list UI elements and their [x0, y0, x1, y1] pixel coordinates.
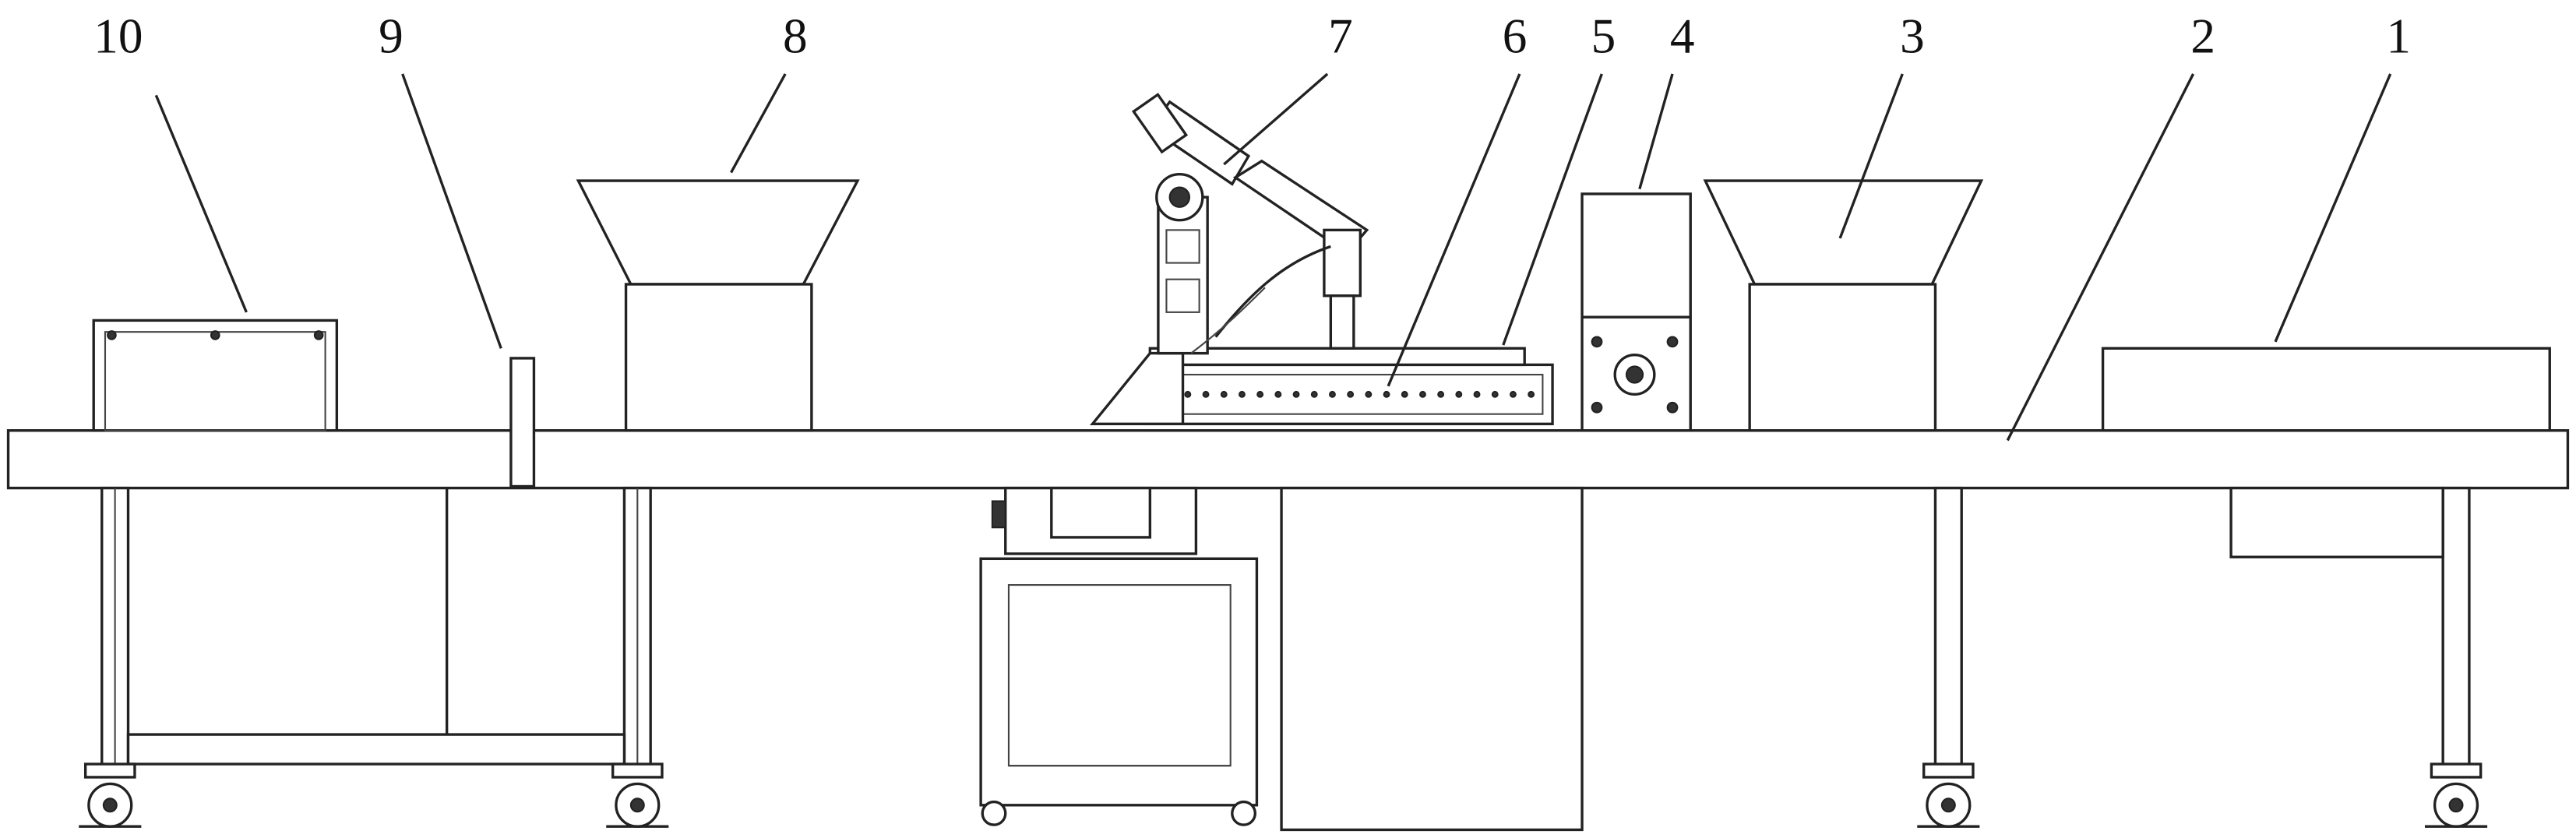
plate-hole	[1184, 390, 1192, 398]
plate-hole	[1473, 390, 1481, 398]
component-3-hopper	[1703, 179, 1984, 432]
plate-hole	[1292, 390, 1300, 398]
plate-hole	[1220, 390, 1228, 398]
caster-wheel	[2424, 762, 2488, 828]
caster-wheel	[79, 762, 142, 828]
plate-hole	[1419, 390, 1426, 398]
component-6-base-plate	[1144, 363, 1554, 426]
label-9: 9	[379, 9, 403, 64]
plate-hole	[1329, 390, 1336, 398]
caster-wheel	[606, 762, 669, 828]
plate-hole	[1383, 390, 1390, 398]
component-8-hopper	[576, 179, 860, 432]
label-5: 5	[1591, 9, 1616, 64]
component-4-control-box	[1580, 192, 1692, 432]
label-2: 2	[2190, 9, 2215, 64]
center-pedestal	[1280, 486, 1584, 832]
plate-hole	[1455, 390, 1463, 398]
plate-hole	[1491, 390, 1499, 398]
plate-hole	[1202, 390, 1210, 398]
label-10: 10	[93, 9, 143, 64]
leader-lines	[154, 72, 2392, 442]
label-8: 8	[783, 9, 808, 64]
robot-stand	[979, 486, 1259, 826]
plate-hole	[1256, 390, 1264, 398]
label-3: 3	[1900, 9, 1925, 64]
right-frame	[1933, 486, 2471, 769]
label-6: 6	[1503, 9, 1528, 64]
caster-wheel	[1917, 762, 1980, 828]
plate-hole	[1239, 390, 1246, 398]
plate-hole	[1437, 390, 1445, 398]
left-frame	[100, 486, 652, 769]
plate-hole	[1274, 390, 1282, 398]
component-10-box	[92, 319, 339, 432]
component-1-box	[2101, 347, 2551, 432]
plate-hole	[1401, 390, 1408, 398]
label-7: 7	[1328, 9, 1353, 64]
plate-hole	[1310, 390, 1318, 398]
component-7-robot-arm	[1089, 93, 1369, 426]
label-1: 1	[2386, 9, 2411, 64]
label-4: 4	[1670, 9, 1695, 64]
plate-hole	[1510, 390, 1517, 398]
plate-hole	[1528, 390, 1535, 398]
conveyor-table-top	[6, 429, 2570, 490]
plate-hole	[1365, 390, 1373, 398]
component-9-sensor-post	[509, 357, 536, 488]
plate-hole	[1347, 390, 1355, 398]
